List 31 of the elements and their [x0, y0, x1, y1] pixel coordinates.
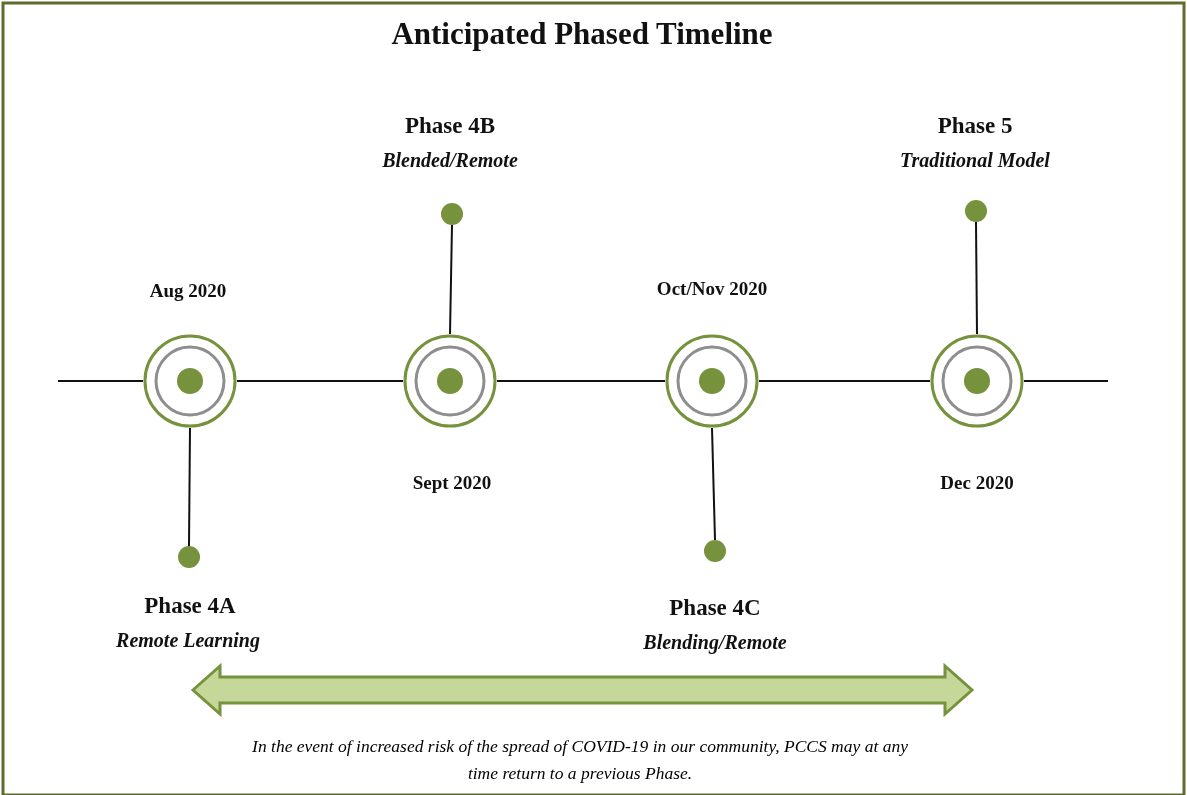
stem-line — [975, 221, 978, 335]
phase-title: Phase 4C — [669, 595, 761, 621]
stem-line — [711, 427, 716, 541]
timeline-line — [236, 380, 404, 382]
endpoint-dot — [178, 546, 200, 568]
phase-subtitle: Remote Learning — [116, 629, 260, 652]
diagram-title: Anticipated Phased Timeline — [391, 16, 773, 52]
caption-text: In the event of increased risk of the spread of COVID-19 in our community, PCCS may at any time return to a previous Phase. — [251, 735, 909, 785]
milestone-circle — [930, 334, 1024, 428]
stem-line — [449, 224, 453, 335]
milestone-circle — [143, 334, 237, 428]
timeline-line — [57, 380, 144, 382]
timeline-line — [758, 380, 931, 382]
endpoint-dot — [965, 200, 987, 222]
phase-title: Phase 4B — [404, 113, 496, 139]
date-label: Sept 2020 — [412, 472, 492, 494]
phase-title: Phase 4A — [144, 593, 236, 619]
phase-subtitle: Traditional Model — [900, 149, 1050, 172]
date-label: Aug 2020 — [149, 280, 227, 302]
timeline-line — [496, 380, 666, 382]
milestone-circle — [665, 334, 759, 428]
phase-title: Phase 5 — [937, 113, 1013, 139]
date-label: Oct/Nov 2020 — [656, 278, 768, 300]
endpoint-dot — [704, 540, 726, 562]
phase-subtitle: Blended/Remote — [382, 149, 518, 172]
date-label: Dec 2020 — [940, 472, 1014, 494]
timeline-line — [1023, 380, 1109, 382]
milestone-circle — [403, 334, 497, 428]
endpoint-dot — [441, 203, 463, 225]
phase-subtitle: Blending/Remote — [643, 631, 787, 654]
stem-line — [188, 427, 191, 547]
